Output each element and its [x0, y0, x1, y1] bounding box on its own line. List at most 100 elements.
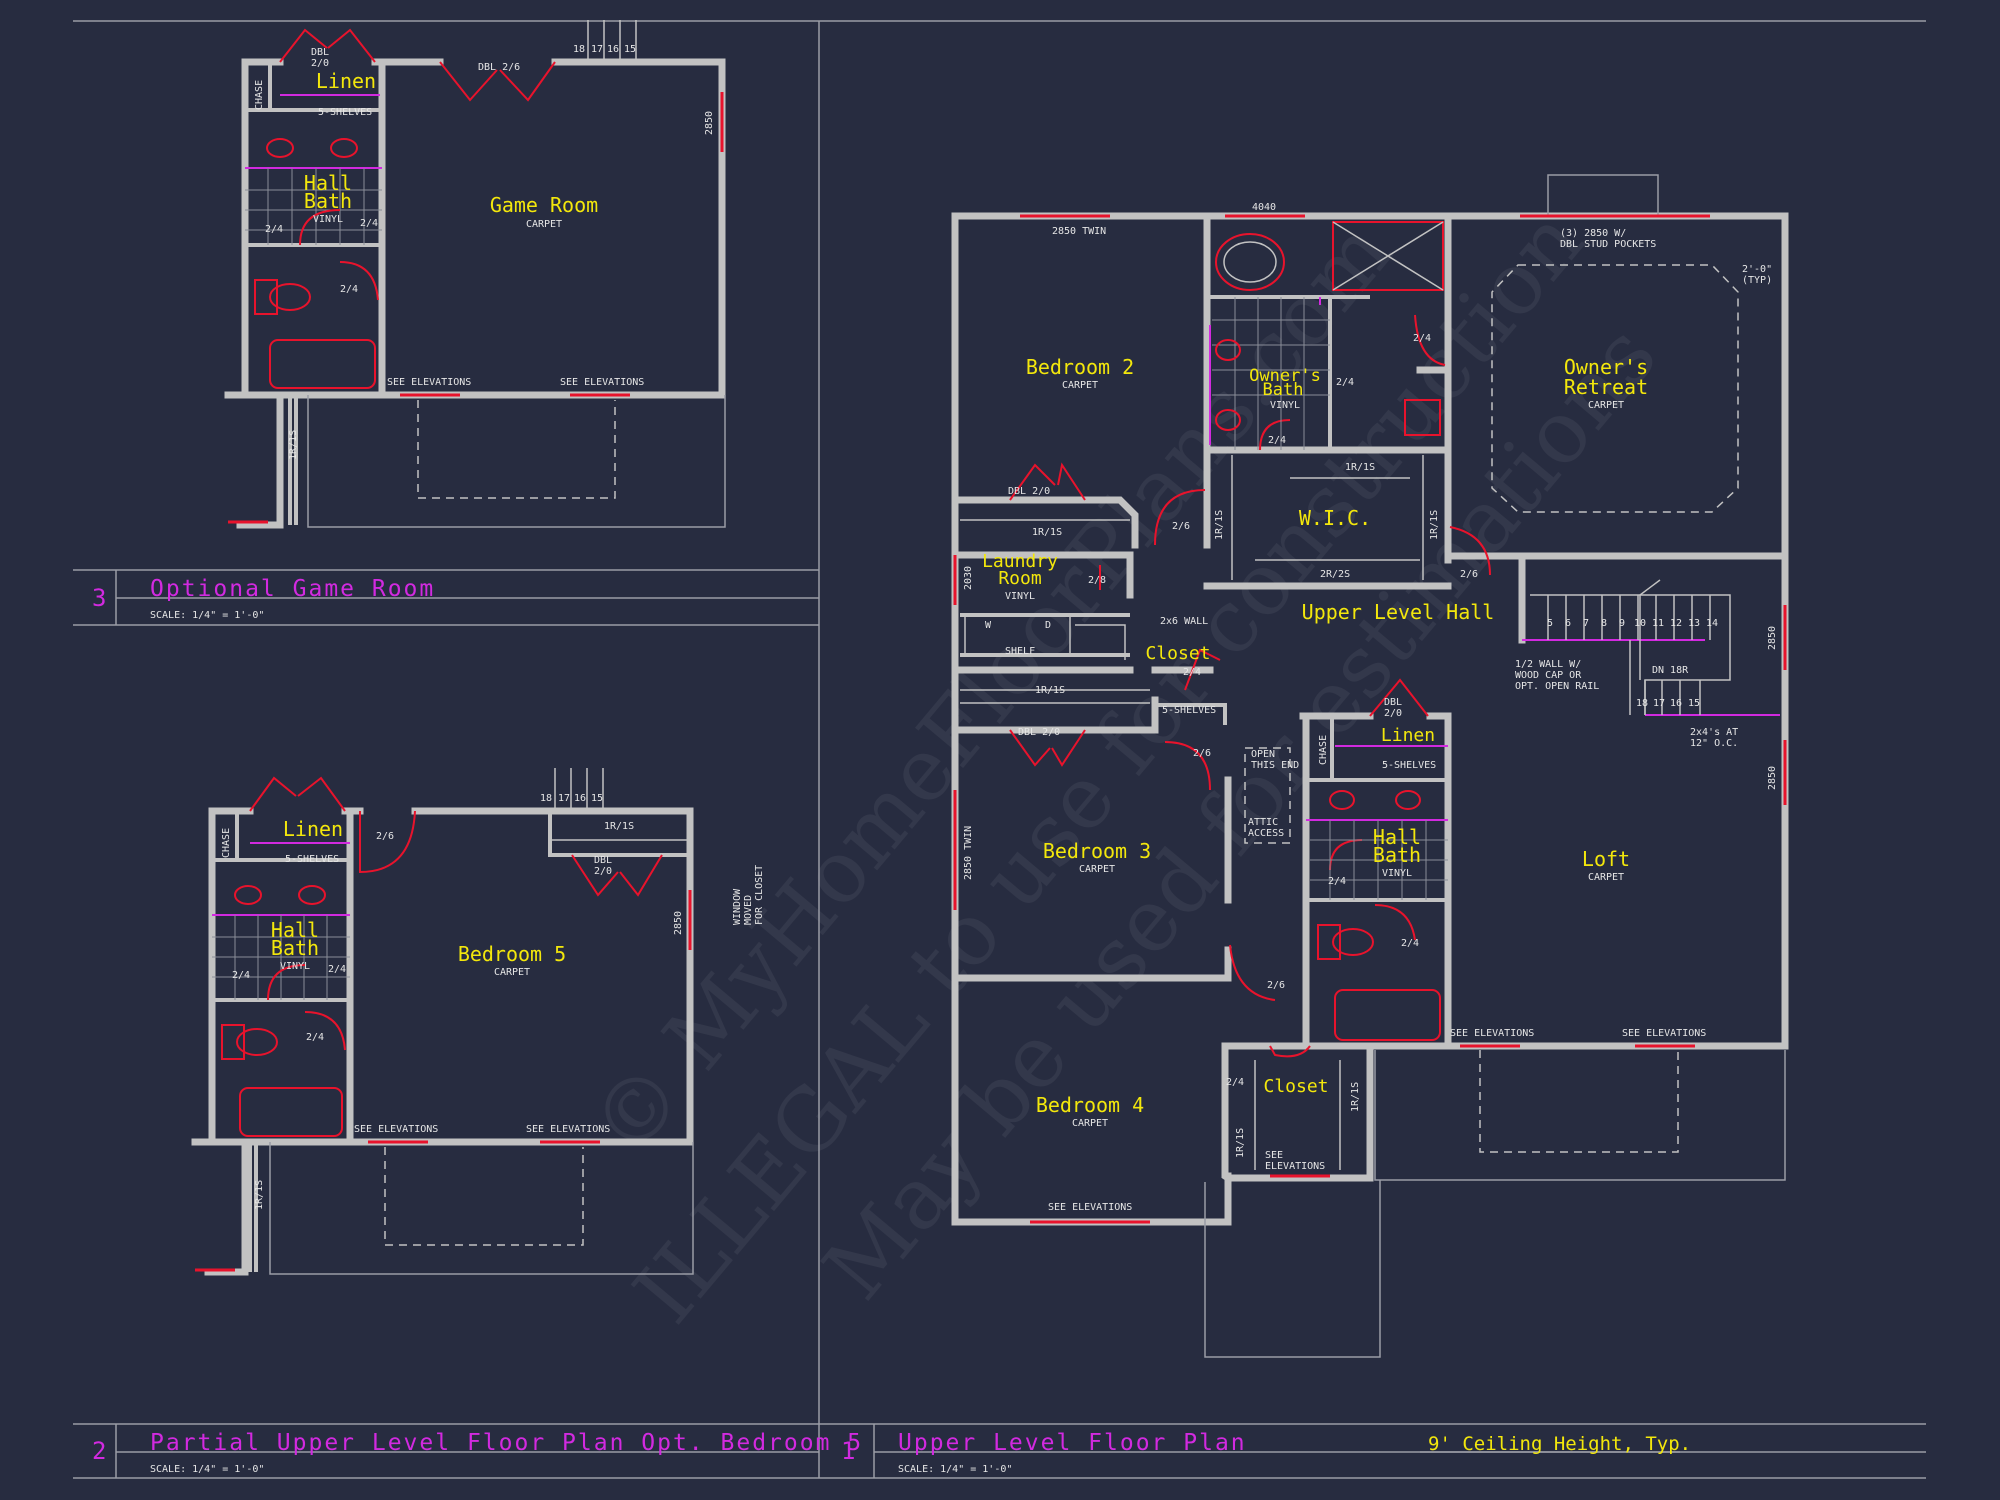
upper-hall-label: Upper Level Hall — [1302, 600, 1495, 624]
stair-10: 10 — [1634, 618, 1646, 629]
closet-bottom-label: Closet — [1263, 1076, 1328, 1097]
game-room-floor: CARPET — [526, 219, 562, 230]
window-4040: 4040 — [1252, 202, 1276, 213]
door-26-retreat: 2/6 — [1460, 569, 1478, 580]
game-stair-labels: 18 17 16 15 — [573, 20, 637, 62]
stair-14: 14 — [1706, 618, 1718, 629]
game-plan-title: Optional Game Room — [150, 576, 435, 602]
bed5-plan-scale: SCALE: 1/4" = 1'-0" — [150, 1464, 264, 1475]
game-door-24-b: 2/4 — [360, 218, 378, 229]
stair-13: 13 — [1688, 618, 1700, 629]
bed5-plan-number: 2 — [92, 1437, 106, 1465]
bed5-stair-15: 15 — [591, 793, 603, 804]
bed5-bath-label-2: Bath — [271, 936, 319, 960]
window-2850-twin-left: 2850 TWIN — [963, 826, 974, 880]
bed5-stair-17: 17 — [558, 793, 570, 804]
bed5-stair-18: 18 — [540, 793, 552, 804]
bedroom2-floor: CARPET — [1062, 380, 1098, 391]
game-window-2850: 2850 — [704, 111, 715, 135]
stair-down-label: DN 18R — [1652, 665, 1689, 676]
laundry-shelf: SHELF — [1005, 646, 1035, 657]
game-see-elev-1: SEE ELEVATIONS — [387, 377, 471, 388]
stair-12: 12 — [1670, 618, 1682, 629]
upper-level-plan — [951, 174, 1789, 1358]
bedroom5-label: Bedroom 5 — [458, 942, 566, 966]
bed5-door-24-c: 2/4 — [306, 1032, 324, 1043]
door-26-wic: 2/6 — [1172, 521, 1190, 532]
game-bath-label-1: Hall — [304, 171, 352, 195]
loft-label: Loft — [1582, 847, 1630, 871]
bed5-see-elev-2: SEE ELEVATIONS — [526, 1124, 610, 1135]
door-26-bed4: 2/6 — [1267, 980, 1285, 991]
laundry-label-2: Room — [998, 568, 1041, 589]
stair-7: 7 — [1583, 618, 1589, 629]
game-stair-18: 18 — [573, 44, 585, 55]
upper-plan-title: Upper Level Floor Plan — [898, 1430, 1247, 1456]
bedroom3-label: Bedroom 3 — [1043, 839, 1151, 863]
rail-bed3: 1R/1S — [1035, 685, 1065, 696]
game-stair-16: 16 — [607, 44, 619, 55]
window-2850-twin-top: 2850 TWIN — [1052, 226, 1106, 237]
window-loft-2: 2850 — [1767, 766, 1778, 790]
see-elev-loft-1: SEE ELEVATIONS — [1450, 1028, 1534, 1039]
game-linen-label: Linen — [316, 69, 376, 93]
bed5-closet-rail: 1R/1S — [604, 821, 634, 832]
owners-bath-label-1: Owner's — [1249, 366, 1321, 386]
upper-linen-label: Linen — [1381, 725, 1435, 746]
door-28-laundry: 2/8 — [1088, 575, 1106, 586]
upper-hall-bath-label-1: Hall — [1373, 825, 1421, 849]
rail-bed2: 1R/1S — [1032, 527, 1062, 538]
owners-retreat-floor: CARPET — [1588, 400, 1624, 411]
stair-16: 16 — [1670, 698, 1682, 709]
bed5-window-note: WINDOWMOVEDFOR CLOSET — [732, 865, 765, 925]
wall-note: 2x6 WALL — [1160, 616, 1208, 627]
owners-bath-floor: VINYL — [1270, 400, 1300, 411]
closet-shelves: 5-SHELVES — [1162, 705, 1216, 716]
rail-closet-right: 1R/1S — [1350, 1082, 1361, 1112]
game-door-24-a: 2/4 — [265, 224, 283, 235]
door-24-closet-bottom: 2/4 — [1226, 1077, 1244, 1088]
stair-5: 5 — [1547, 618, 1553, 629]
bedroom3-floor: CARPET — [1079, 864, 1115, 875]
bedroom4-floor: CARPET — [1072, 1118, 1108, 1129]
stair-6: 6 — [1565, 618, 1571, 629]
bed5-see-elev-1: SEE ELEVATIONS — [354, 1124, 438, 1135]
stair-8: 8 — [1601, 618, 1607, 629]
game-dbl-door: DBL 2/6 — [478, 62, 520, 73]
game-plan-scale: SCALE: 1/4" = 1'-0" — [150, 610, 264, 621]
closet-label: Closet — [1145, 643, 1210, 664]
door-24-ob-b: 2/4 — [1336, 377, 1354, 388]
door-24-ob-c: 2/4 — [1268, 435, 1286, 446]
bed5-window-2850: 2850 — [673, 911, 684, 935]
door-26-bed3: 2/6 — [1193, 748, 1211, 759]
game-stair-15: 15 — [624, 44, 636, 55]
upper-hall-bath-floor: VINYL — [1382, 868, 1412, 879]
bed5-stair-labels: 18 17 16 15 — [540, 768, 604, 811]
laundry-floor: VINYL — [1005, 591, 1035, 602]
owners-retreat-label-1: Owner's — [1564, 355, 1648, 379]
loft-floor: CARPET — [1588, 872, 1624, 883]
upper-plan-scale: SCALE: 1/4" = 1'-0" — [898, 1464, 1012, 1475]
upper-plan-number: 1 — [841, 1437, 855, 1465]
laundry-label-1: Laundry — [982, 551, 1058, 572]
bed5-door-26: 2/6 — [376, 831, 394, 842]
bed5-stair-16: 16 — [574, 793, 586, 804]
game-see-elev-2: SEE ELEVATIONS — [560, 377, 644, 388]
see-elev-bed4: SEE ELEVATIONS — [1048, 1202, 1132, 1213]
game-chase-label: CHASE — [254, 80, 265, 110]
rail-wic-bottom: 2R/2S — [1320, 569, 1350, 580]
game-rail-label: 1R/1S — [288, 430, 299, 460]
stair-18: 18 — [1636, 698, 1648, 709]
bed5-bath-floor: VINYL — [280, 961, 310, 972]
laundry-dryer: D — [1045, 620, 1051, 631]
wic-label: W.I.C. — [1299, 506, 1371, 530]
owners-bath-label-2: Bath — [1263, 380, 1304, 400]
bed5-door-24-b: 2/4 — [328, 964, 346, 975]
game-bath-floor: VINYL — [313, 214, 343, 225]
window-3-2850: (3) 2850 W/DBL STUD POCKETS — [1560, 228, 1656, 250]
